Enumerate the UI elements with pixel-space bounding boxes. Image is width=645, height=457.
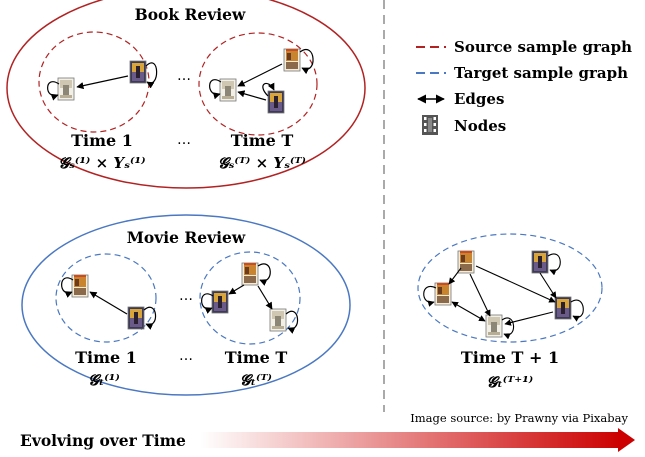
self-loop-edge <box>570 299 584 322</box>
image-credit: Image source: by Prawny via Pixabay <box>410 411 628 425</box>
self-loop-edge <box>61 277 74 298</box>
legend-target-label: Target sample graph <box>454 64 628 82</box>
book-ellipsis-labels: … <box>177 132 191 148</box>
graph-node <box>283 48 301 72</box>
self-loop-edge <box>299 49 314 75</box>
self-loop-edge <box>47 81 60 101</box>
self-loop-edge <box>285 310 299 334</box>
legend-nodes-label: Nodes <box>454 117 506 135</box>
movie-time-t-label: Time T <box>225 348 288 367</box>
book-review-boundary <box>6 0 366 189</box>
graph-node <box>57 77 75 101</box>
self-loop-edge <box>257 263 271 286</box>
book-review-title: Book Review <box>135 5 246 24</box>
graph-edge <box>89 291 128 315</box>
movie-time-t-formula: 𝓖ₜ⁽ᵀ⁾ <box>240 371 272 389</box>
graph-edge <box>228 284 245 295</box>
graph-node <box>211 290 229 314</box>
movie-review-panel: Movie Review … Time 1 𝓖ₜ⁽¹⁾ … Time T 𝓖ₜ⁽… <box>21 214 351 396</box>
movie-time-1-label: Time 1 <box>75 348 137 367</box>
graph-edge <box>451 301 486 322</box>
timeline-arrow <box>200 428 635 452</box>
future-graph-panel: Time T + 1 𝓖ₜ⁽ᵀ⁺¹⁾ <box>417 233 603 391</box>
self-loop-edge <box>501 317 515 340</box>
source-graph-time-t <box>198 32 318 136</box>
graph-edge <box>237 90 267 101</box>
graph-node <box>531 250 549 274</box>
book-time-t-formula: 𝓖ₛ⁽ᵀ⁾ × 𝒀ₛ⁽ᵀ⁾ <box>218 154 306 172</box>
legend-edges-label: Edges <box>454 90 504 108</box>
book-ellipsis-graphs: … <box>177 68 191 84</box>
book-time-1-label: Time 1 <box>71 131 133 150</box>
self-loop-edge <box>262 82 275 97</box>
graph-edge <box>237 63 283 87</box>
movie-time-1-formula: 𝓖ₜ⁽¹⁾ <box>88 371 120 389</box>
graph-node <box>269 308 287 332</box>
graph-node <box>267 90 285 114</box>
self-loop-edge <box>143 306 157 330</box>
target-graph-time-1 <box>55 253 157 343</box>
movie-ellipsis-graphs: … <box>179 288 193 304</box>
timeline-label: Evolving over Time <box>20 431 186 450</box>
book-review-panel: Book Review … Time 1 𝓖ₛ⁽¹⁾ × 𝒀ₛ⁽¹⁾ … Tim… <box>6 0 366 189</box>
self-loop-edge <box>547 253 561 276</box>
book-time-1-formula: 𝓖ₛ⁽¹⁾ × 𝒀ₛ⁽¹⁾ <box>58 154 145 172</box>
target-graph-time-t-plus-1 <box>417 233 603 343</box>
graph-edge <box>475 265 556 303</box>
self-loop-edge <box>423 285 437 307</box>
graph-node <box>129 60 147 84</box>
graph-node <box>434 282 452 306</box>
legend-source-label: Source sample graph <box>454 38 632 56</box>
movie-ellipsis-labels: … <box>179 348 193 364</box>
graph-edge <box>257 285 273 310</box>
movie-review-boundary <box>21 214 351 396</box>
future-time-formula: 𝓖ₜ⁽ᵀ⁺¹⁾ <box>487 373 534 391</box>
book-time-t-label: Time T <box>231 131 294 150</box>
graph-node <box>241 262 259 286</box>
film-icon <box>422 115 438 135</box>
self-loop-edge <box>209 79 222 100</box>
graph-node <box>219 78 237 102</box>
graph-node <box>485 314 503 338</box>
movie-review-title: Movie Review <box>127 228 246 247</box>
graph-edge <box>469 273 491 317</box>
self-loop-edge <box>201 293 214 314</box>
graph-edge <box>448 267 462 285</box>
graph-edge <box>539 272 557 299</box>
self-loop-edge <box>145 62 158 89</box>
graph-node <box>554 296 572 320</box>
legend: Source sample graph Target sample graph … <box>416 38 632 135</box>
future-time-label: Time T + 1 <box>461 348 559 367</box>
graph-node <box>127 306 145 330</box>
graph-node <box>71 274 89 298</box>
target-graph-time-t <box>199 251 301 345</box>
graph-edge <box>76 75 129 90</box>
